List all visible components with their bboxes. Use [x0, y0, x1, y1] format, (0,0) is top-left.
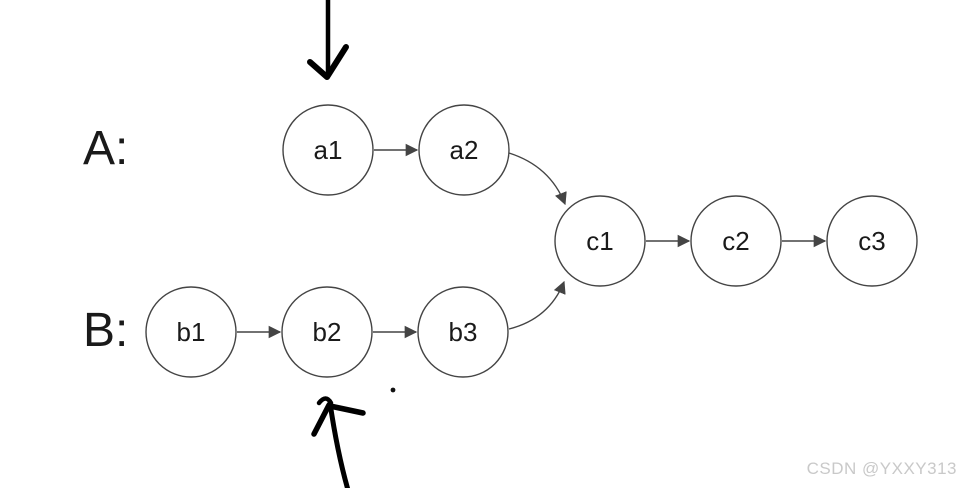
node-b3-circle: [417, 286, 509, 378]
node-b2: b2: [281, 286, 373, 378]
node-c3: c3: [826, 195, 918, 287]
node-c1-circle: [554, 195, 646, 287]
edge-a2-c1: [508, 152, 567, 206]
node-c3-label: c3: [858, 226, 885, 256]
node-c2-label: c2: [722, 226, 749, 256]
node-a1-circle: [282, 104, 374, 196]
node-a2: a2: [418, 104, 510, 196]
node-c2: c2: [690, 195, 782, 287]
node-c1-label: c1: [586, 226, 613, 256]
node-b1-label: b1: [177, 317, 206, 347]
ink-dot: [390, 387, 396, 393]
node-c3-circle: [826, 195, 918, 287]
list-b-label: B:: [83, 304, 128, 357]
node-b3: b3: [417, 286, 509, 378]
node-b1-circle: [145, 286, 237, 378]
hand-drawn-arrow-down-icon: [307, 0, 349, 80]
node-c2-circle: [690, 195, 782, 287]
node-b2-label: b2: [313, 317, 342, 347]
node-b2-circle: [281, 286, 373, 378]
node-b1: b1: [145, 286, 237, 378]
list-a-label: A:: [83, 122, 128, 175]
node-b3-label: b3: [449, 317, 478, 347]
edge-b3-c1: [508, 280, 566, 330]
node-a1-label: a1: [314, 135, 343, 165]
hand-drawn-arrow-up-icon: [311, 396, 366, 488]
node-a2-label: a2: [450, 135, 479, 165]
node-c1: c1: [554, 195, 646, 287]
node-a2-circle: [418, 104, 510, 196]
node-a1: a1: [282, 104, 374, 196]
watermark: CSDN @YXXY313: [806, 459, 957, 478]
